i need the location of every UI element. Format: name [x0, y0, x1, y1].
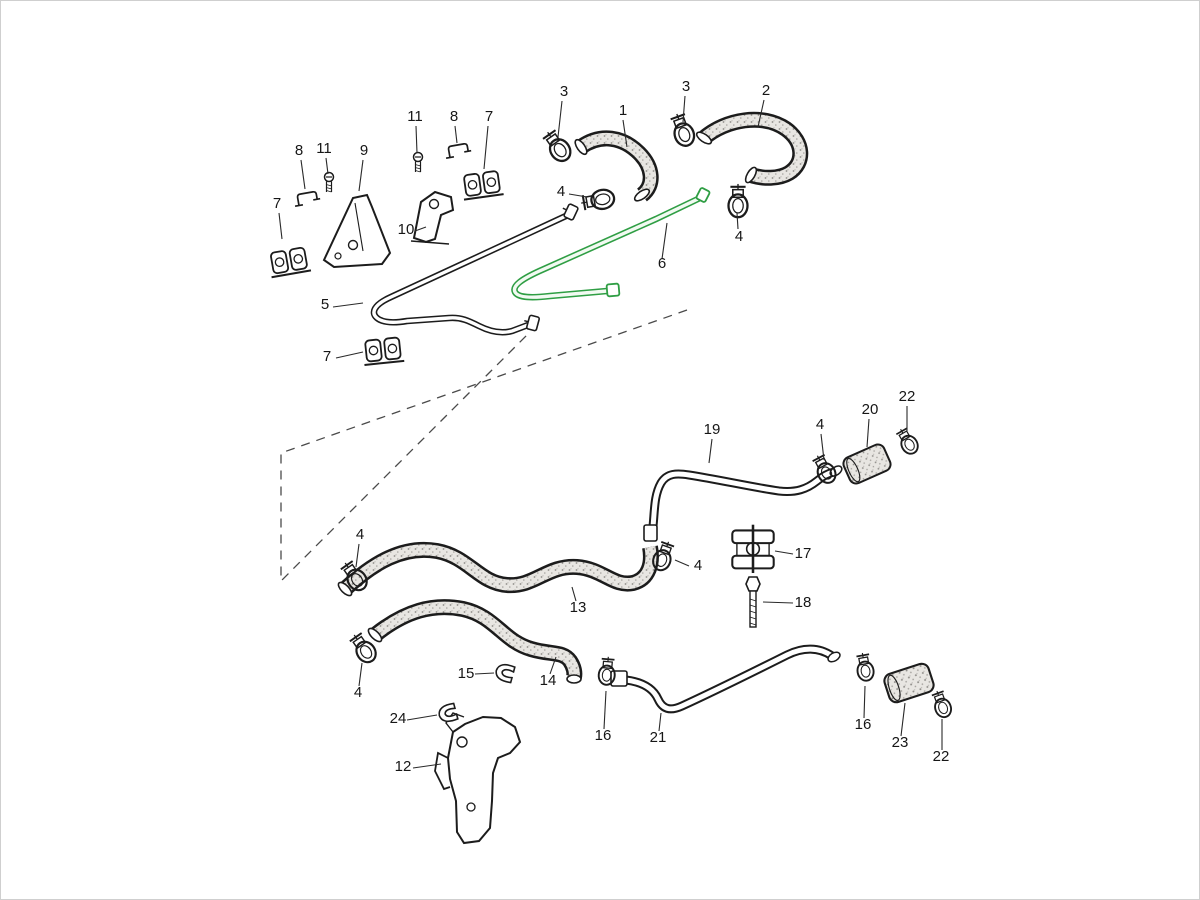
callout-label: 18: [795, 594, 812, 611]
callout-label: 7: [485, 108, 493, 125]
callout-label: 4: [816, 416, 824, 433]
callout-label: 11: [407, 108, 423, 125]
part-12-bracket: [434, 712, 522, 845]
part-2-hose: [695, 120, 800, 184]
callout-label: 20: [862, 401, 879, 418]
callout-label: 17: [795, 545, 812, 562]
callout-label: 10: [398, 221, 415, 238]
callout-label: 12: [395, 758, 412, 775]
callout-label: 3: [560, 83, 568, 100]
callout-label: 11: [316, 140, 332, 157]
callout-label: 2: [762, 82, 770, 99]
part-1-hose: [573, 138, 651, 203]
part-21-hose: [610, 649, 841, 709]
callout-label: 16: [855, 716, 872, 733]
part-13-hose: [336, 547, 651, 598]
part-7-holder: [266, 169, 505, 367]
callout-label: 4: [735, 228, 743, 245]
part-4-clamp: [336, 182, 840, 668]
part-17-clip: [731, 523, 775, 575]
leader-lines: [278, 95, 943, 769]
callout-label: 24: [390, 710, 407, 727]
callout-label: 23: [892, 734, 909, 751]
part-20-sleeve: [840, 441, 894, 487]
part-11-screw: [323, 151, 424, 193]
callout-label: 4: [557, 183, 565, 200]
callout-labels: 3 1 3 2 4 4 11 8 7 8 11 9 7 10 5 6 7 19 …: [273, 78, 950, 775]
callout-label: 15: [458, 665, 475, 682]
part-14-hose: [366, 607, 581, 683]
callout-label: 1: [619, 102, 627, 119]
callout-label: 4: [356, 526, 364, 543]
part-18-bolt: [745, 576, 761, 628]
part-15-clip: [493, 661, 516, 684]
callout-label: 13: [570, 599, 587, 616]
part-10-bracket: [410, 190, 455, 245]
callout-label: 22: [933, 748, 950, 765]
callout-label: 6: [658, 255, 666, 272]
callout-label: 4: [354, 684, 362, 701]
callout-label: 19: [704, 421, 721, 438]
callout-label: 7: [323, 348, 331, 365]
part-6-pipe-highlighted: [514, 187, 711, 297]
callout-label: 9: [360, 142, 368, 159]
callout-label: 3: [682, 78, 690, 95]
callout-label: 16: [595, 727, 612, 744]
callout-label: 7: [273, 195, 281, 212]
callout-label: 14: [540, 672, 557, 689]
callout-label: 8: [295, 142, 303, 159]
callout-label: 4: [694, 557, 702, 574]
detail-projection-lines: [280, 309, 688, 583]
callout-label: 5: [321, 296, 329, 313]
part-9-bracket: [322, 193, 392, 269]
part-23-sleeve: [881, 660, 937, 706]
callout-label: 8: [450, 108, 458, 125]
callout-label: 22: [899, 388, 916, 405]
callout-label: 21: [650, 729, 667, 746]
